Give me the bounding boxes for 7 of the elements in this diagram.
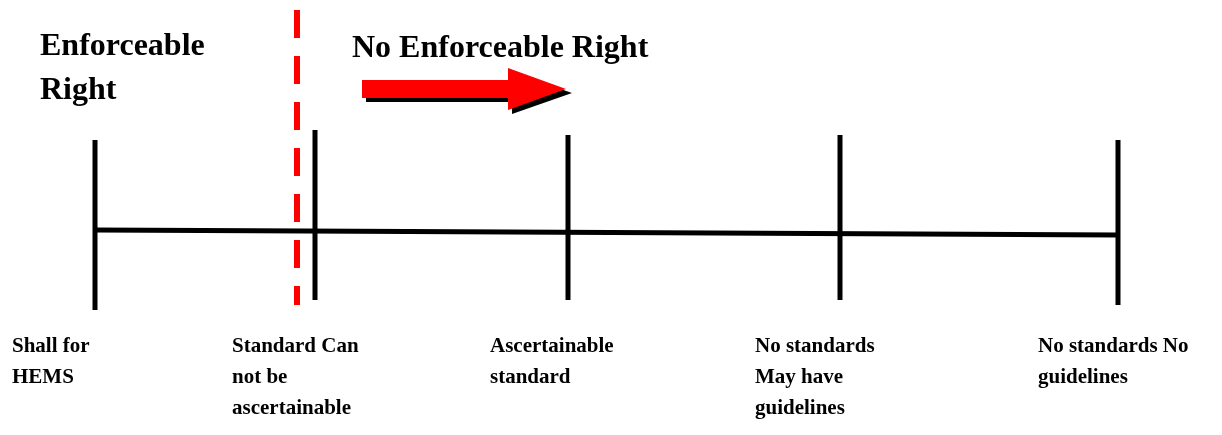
tick-label: No standards No guidelines (1038, 332, 1190, 390)
tick-label: Standard Can not be ascertainable (232, 332, 360, 421)
heading-text: No Enforceable Right (352, 27, 650, 66)
tick-label: Shall for HEMS (12, 332, 91, 390)
tick-label: Ascertainable standard (490, 332, 615, 390)
tick-label: No standards May have guidelines (755, 332, 876, 421)
heading-text: Enforceable Right (40, 25, 206, 108)
